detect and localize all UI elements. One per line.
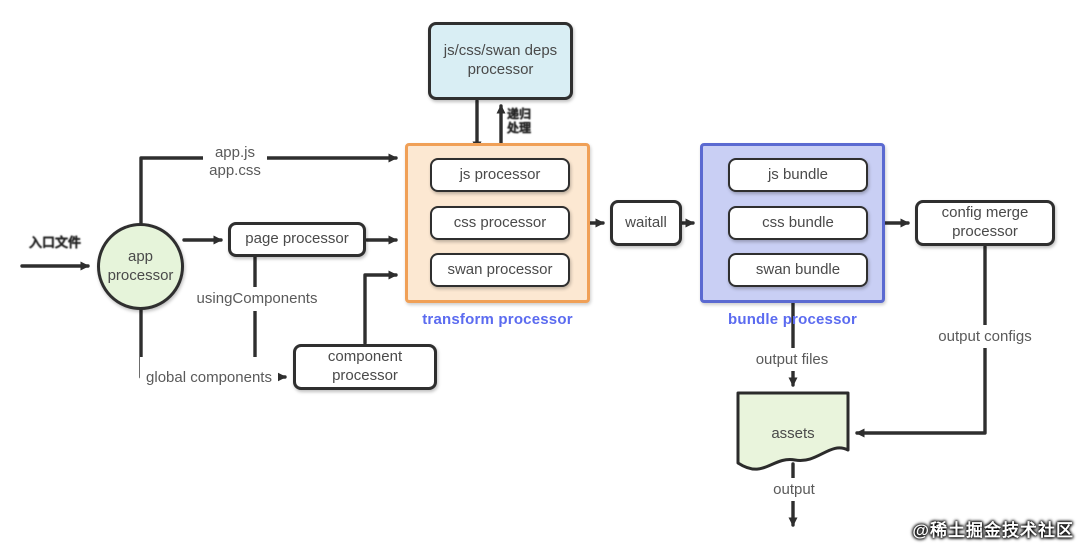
node-swan-processor: swan processor	[430, 253, 570, 287]
edge-label-output-configs: output configs	[932, 325, 1038, 348]
node-page-processor: page processor	[228, 222, 366, 257]
node-js-bundle: js bundle	[728, 158, 868, 192]
node-js-processor: js processor	[430, 158, 570, 192]
edge-label-recursion: 递归 处理	[507, 107, 532, 135]
transform-group-label: transform processor	[422, 311, 573, 328]
node-css-processor: css processor	[430, 206, 570, 240]
node-css-bundle-label: css bundle	[762, 213, 834, 231]
edge-label-entry: 入口文件	[29, 235, 82, 250]
node-css-bundle: css bundle	[728, 206, 868, 240]
node-deps-processor-label: js/css/swan deps processor	[443, 42, 558, 78]
node-waitall-label: waitall	[625, 213, 667, 231]
node-swan-bundle: swan bundle	[728, 253, 868, 287]
node-css-processor-label: css processor	[453, 213, 547, 231]
bundle-group-label: bundle processor	[727, 311, 858, 328]
node-app-processor: app processor	[97, 223, 184, 310]
node-config-merge-processor-label: config merge processor	[941, 204, 1029, 240]
node-js-processor-label: js processor	[459, 165, 541, 183]
node-swan-processor-label: swan processor	[447, 260, 553, 278]
edge-label-using-components: usingComponents	[193, 287, 321, 311]
edge-label-global-components: global components	[140, 357, 278, 399]
node-page-processor-label: page processor	[245, 230, 349, 248]
node-assets-label: assets	[763, 423, 823, 445]
assets-document-shape	[736, 391, 850, 471]
edge-component-to-transform	[363, 270, 398, 345]
edge-app-to-transform-top	[139, 153, 398, 225]
node-deps-processor: js/css/swan deps processor	[428, 22, 573, 100]
node-component-processor: component processor	[293, 344, 437, 390]
node-swan-bundle-label: swan bundle	[755, 260, 841, 278]
edge-label-output: output	[766, 478, 822, 501]
node-app-processor-label: app processor	[107, 247, 174, 284]
juejin-watermark: @稀土掘金技术社区	[912, 521, 1074, 540]
edge-label-app-files: app.js app.css	[203, 142, 267, 182]
node-config-merge-processor: config merge processor	[915, 200, 1055, 246]
edge-label-output-files: output files	[748, 348, 836, 371]
edge-config-to-assets	[855, 245, 987, 438]
node-component-processor-label: component processor	[327, 348, 403, 384]
node-js-bundle-label: js bundle	[767, 165, 829, 183]
assets-text: assets	[771, 425, 815, 442]
node-waitall: waitall	[610, 200, 682, 246]
